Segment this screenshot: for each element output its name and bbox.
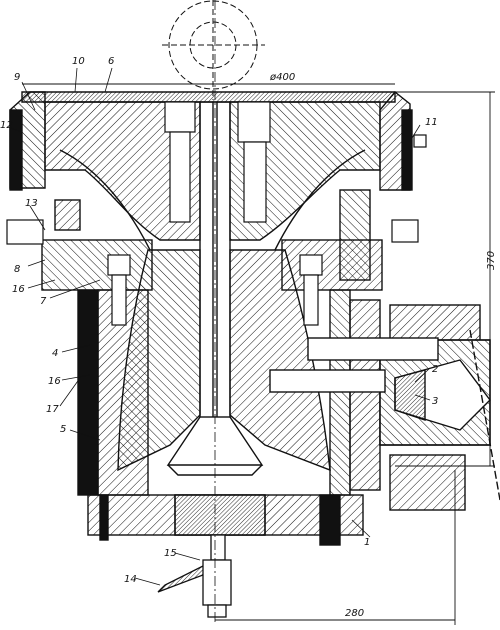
callout-7: 7	[40, 296, 47, 307]
callout-2: 2	[432, 364, 438, 375]
callout-3: 3	[432, 396, 438, 407]
callout-10: 10	[72, 56, 85, 67]
callout-16-upper: 16	[12, 284, 25, 295]
leader-lines	[9, 67, 431, 586]
flange-ring	[41, 189, 383, 291]
injection-unit	[269, 304, 500, 511]
callout-11: 11	[425, 117, 438, 128]
callout-8: 8	[14, 264, 20, 275]
callout-16-lower: 16	[48, 376, 61, 387]
dimension-lines	[22, 83, 495, 625]
diameter-dimension: ø400	[269, 72, 295, 83]
callout-5: 5	[60, 424, 66, 435]
callout-17: 17	[46, 404, 59, 415]
callout-4: 4	[52, 348, 58, 359]
callout-14: 14	[124, 574, 137, 585]
callout-12: 12	[0, 120, 13, 131]
callout-15: 15	[164, 548, 177, 559]
lifting-eye	[162, 0, 265, 100]
callout-13: 13	[25, 198, 38, 209]
core	[117, 249, 331, 472]
callout-1: 1	[364, 537, 370, 548]
top-cover-plate	[9, 91, 413, 191]
height-dimension: 370	[486, 251, 497, 270]
base-plate	[87, 494, 364, 546]
bolts	[6, 101, 427, 326]
callout-9: 9	[14, 72, 20, 83]
offset-dimension: 280	[345, 608, 364, 619]
bottom-nozzle	[157, 534, 232, 618]
callout-6: 6	[108, 56, 114, 67]
